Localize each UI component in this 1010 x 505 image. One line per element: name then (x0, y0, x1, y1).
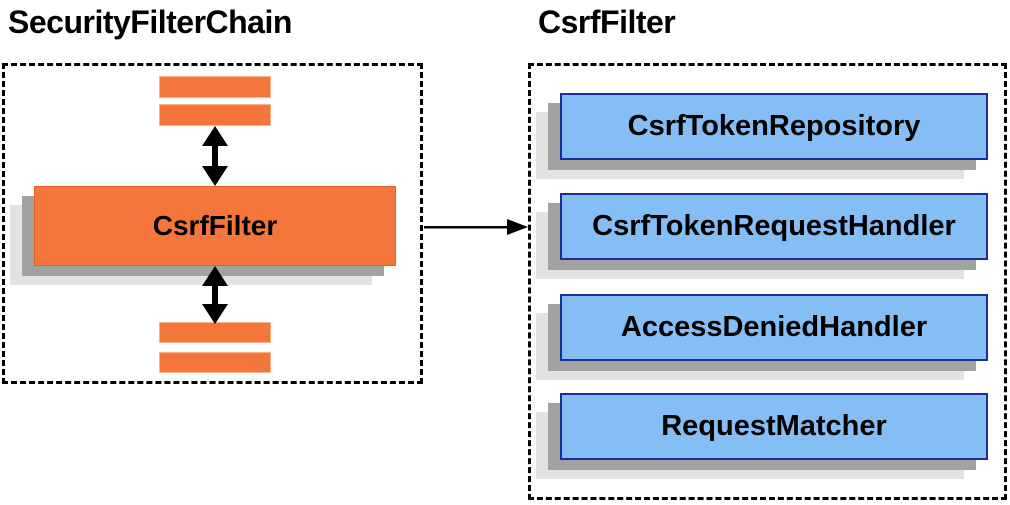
component-box-csrf-token-request-handler: CsrfTokenRequestHandler (560, 193, 988, 260)
csrf-filter-box-label: CsrfFilter (152, 210, 278, 241)
filter-bar (159, 104, 271, 126)
filter-bar (159, 76, 271, 98)
csrf-filter-box: CsrfFilter (34, 186, 396, 266)
component-box-request-matcher: RequestMatcher (560, 393, 988, 460)
component-box-label: RequestMatcher (661, 410, 887, 442)
filter-bar (159, 352, 271, 373)
security-filter-chain-container (2, 63, 423, 384)
component-box-label: AccessDeniedHandler (620, 311, 928, 343)
up-down-arrow-icon (202, 266, 228, 324)
csrf-filter-title: CsrfFilter (538, 4, 676, 40)
component-box-csrf-token-repository: CsrfTokenRepository (560, 93, 988, 160)
right-arrow-icon (424, 219, 528, 235)
up-down-arrow-icon (202, 126, 228, 186)
component-box-label: CsrfTokenRequestHandler (592, 210, 956, 242)
security-filter-chain-title: SecurityFilterChain (8, 4, 292, 40)
component-box-access-denied-handler: AccessDeniedHandler (560, 294, 988, 361)
component-box-label: CsrfTokenRepository (627, 110, 921, 142)
csrf-filter-components-container (528, 63, 1007, 500)
filter-bar (159, 322, 271, 343)
